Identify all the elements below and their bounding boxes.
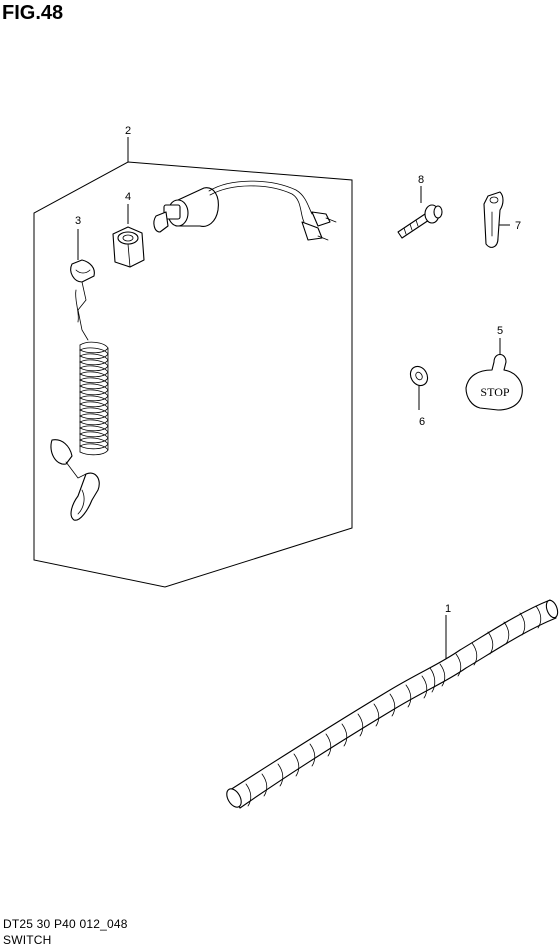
figure-code: DT25 30 P40 012_048: [3, 917, 128, 931]
lanyard-part: [50, 259, 109, 521]
callout-8: 8: [418, 174, 424, 186]
figure-title: FIG.48: [2, 2, 64, 24]
stop-switch-part: [153, 180, 337, 241]
kit-outline: [33, 161, 353, 588]
hex-nut-part: [112, 226, 145, 268]
coil-cord: [79, 341, 109, 456]
washer-part: [409, 365, 429, 387]
stop-plate-part: STOP: [465, 353, 523, 411]
figure-name: SWITCH: [3, 933, 52, 947]
callout-1: 1: [445, 603, 451, 615]
callout-5: 5: [497, 325, 503, 337]
spiral-bands: [245, 605, 542, 807]
screw-part: [397, 204, 443, 239]
callout-4: 4: [125, 191, 131, 203]
callout-7: 7: [515, 220, 521, 232]
stop-label: STOP: [480, 385, 509, 399]
callout-2: 2: [125, 125, 131, 137]
callout-3: 3: [75, 215, 81, 227]
clip-part: [483, 191, 504, 248]
spiral-tube-part: [226, 599, 559, 809]
callout-6: 6: [419, 416, 425, 428]
